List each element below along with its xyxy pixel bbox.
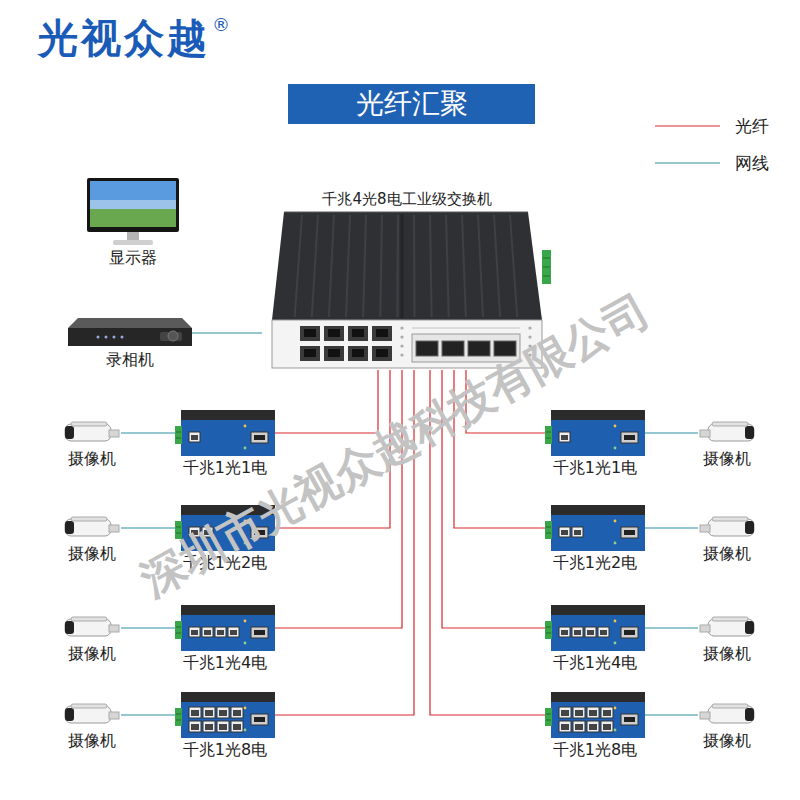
cable-link bbox=[645, 714, 698, 715]
edge-switch-picture bbox=[545, 505, 645, 551]
node-label: 千兆4光8电工业级交换机 bbox=[322, 188, 491, 210]
camera: 摄像机 bbox=[698, 514, 756, 564]
node-label: 显示器 bbox=[109, 248, 157, 268]
legend-line-sample bbox=[655, 162, 720, 163]
cable-link bbox=[192, 332, 262, 333]
node-label: 千兆1光8电 bbox=[183, 740, 267, 760]
node-label: 摄像机 bbox=[68, 544, 116, 564]
core-switch-picture bbox=[262, 210, 552, 370]
legend-item: 光纤 bbox=[655, 114, 795, 138]
camera: 摄像机 bbox=[698, 419, 756, 469]
camera-picture bbox=[63, 419, 121, 447]
camera: 摄像机 bbox=[63, 701, 121, 751]
camera-picture bbox=[698, 514, 756, 542]
edge-switch: 千兆1光1电 bbox=[545, 410, 645, 478]
title-banner: 光纤汇聚 bbox=[288, 84, 535, 124]
node-label: 摄像机 bbox=[68, 731, 116, 751]
cable-link bbox=[121, 714, 175, 715]
camera: 摄像机 bbox=[63, 614, 121, 664]
edge-switch-picture bbox=[545, 692, 645, 738]
brand-logo: 光视众越 bbox=[38, 14, 210, 62]
cable-link bbox=[645, 627, 698, 628]
node-label: 摄像机 bbox=[703, 644, 751, 664]
legend-item: 网线 bbox=[655, 151, 795, 175]
node-label: 千兆1光4电 bbox=[183, 653, 267, 673]
node-label: 摄像机 bbox=[68, 644, 116, 664]
legend-text: 网线 bbox=[735, 151, 769, 175]
node-label: 摄像机 bbox=[703, 449, 751, 469]
edge-switch: 千兆1光8电 bbox=[175, 692, 275, 760]
camera-picture bbox=[698, 614, 756, 642]
edge-switch-picture bbox=[545, 605, 645, 651]
legend-line bbox=[655, 151, 721, 175]
node-label: 录相机 bbox=[106, 350, 154, 370]
node-label: 千兆1光1电 bbox=[553, 458, 637, 478]
camera-picture bbox=[698, 419, 756, 447]
fiber-link bbox=[275, 370, 378, 433]
cable-link bbox=[121, 527, 175, 528]
edge-switch-picture bbox=[545, 410, 645, 456]
camera: 摄像机 bbox=[63, 419, 121, 469]
node-label: 摄像机 bbox=[68, 449, 116, 469]
camera-picture bbox=[63, 514, 121, 542]
camera: 摄像机 bbox=[63, 514, 121, 564]
node-label: 千兆1光8电 bbox=[553, 740, 637, 760]
camera-picture bbox=[63, 614, 121, 642]
camera-picture bbox=[63, 701, 121, 729]
node-label: 摄像机 bbox=[703, 731, 751, 751]
cable-link bbox=[645, 527, 698, 528]
edge-switch: 千兆1光8电 bbox=[545, 692, 645, 760]
recorder: 录相机 bbox=[68, 318, 192, 370]
node-label: 千兆1光4电 bbox=[553, 653, 637, 673]
edge-switch-picture bbox=[175, 692, 275, 738]
camera: 摄像机 bbox=[698, 701, 756, 751]
edge-switch: 千兆1光4电 bbox=[545, 605, 645, 673]
legend-line-sample bbox=[655, 125, 720, 126]
legend-text: 光纤 bbox=[735, 114, 769, 138]
edge-switch-picture bbox=[175, 410, 275, 456]
node-label: 摄像机 bbox=[703, 544, 751, 564]
registered-mark: ® bbox=[212, 14, 230, 36]
camera-picture bbox=[698, 701, 756, 729]
edge-switch: 千兆1光4电 bbox=[175, 605, 275, 673]
title-text: 光纤汇聚 bbox=[288, 84, 535, 124]
legend-line bbox=[655, 114, 721, 138]
monitor-picture bbox=[87, 178, 179, 246]
edge-switch-picture bbox=[175, 605, 275, 651]
cable-link bbox=[121, 627, 175, 628]
edge-switch: 千兆1光2电 bbox=[545, 505, 645, 573]
cable-link bbox=[121, 432, 175, 433]
node-label: 千兆1光2电 bbox=[553, 553, 637, 573]
monitor: 显示器 bbox=[87, 178, 179, 268]
core-switch: 千兆4光8电工业级交换机 bbox=[262, 188, 552, 370]
recorder-picture bbox=[68, 318, 192, 348]
node-label: 千兆1光1电 bbox=[183, 458, 267, 478]
edge-switch: 千兆1光1电 bbox=[175, 410, 275, 478]
camera: 摄像机 bbox=[698, 614, 756, 664]
cable-link bbox=[645, 432, 698, 433]
